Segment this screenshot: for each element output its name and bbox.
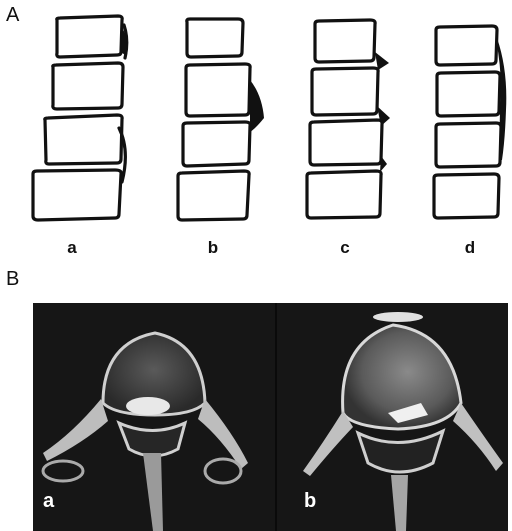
vertebra-d-3	[436, 123, 501, 167]
spine-column-b	[178, 19, 250, 220]
vertebra-c-4	[307, 171, 381, 218]
ct-scan-graphic	[33, 303, 508, 531]
vertebra-b-3	[183, 122, 250, 166]
spine-column-c	[307, 20, 382, 218]
vertebra-c-2	[312, 68, 378, 115]
spine-column-d	[434, 26, 501, 218]
spine-column-a	[33, 16, 127, 220]
ct-label-a: a	[43, 490, 54, 513]
ct-label-b: b	[304, 490, 316, 513]
vertebra-spine-diagrams	[0, 0, 512, 270]
cortex-top-b	[373, 312, 423, 322]
vertebra-a-1	[57, 16, 122, 57]
ossification-b	[250, 80, 264, 132]
vertebra-d-1	[436, 26, 497, 65]
vertebra-a-3	[45, 115, 122, 164]
osteophyte-c-3	[380, 156, 387, 172]
vertebra-a-4	[33, 170, 121, 220]
vertebra-d-2	[437, 72, 500, 116]
vertebra-d-4	[434, 174, 499, 218]
ct-scan-images: a b	[33, 303, 508, 531]
column-label-a: a	[52, 238, 92, 258]
column-label-b: b	[193, 238, 233, 258]
column-label-c: c	[325, 238, 365, 258]
vertebra-c-1	[315, 20, 375, 62]
column-label-d: d	[450, 238, 490, 258]
osteophyte-c-2	[377, 106, 390, 126]
vertebra-b-2	[186, 64, 250, 116]
vertebra-a-2	[53, 63, 123, 109]
vertebra-b-4	[178, 171, 249, 220]
vertebra-c-3	[310, 120, 382, 165]
panel-b-label: B	[6, 268, 19, 291]
ossified-ligament-a	[126, 397, 170, 415]
vertebra-b-1	[187, 19, 243, 57]
